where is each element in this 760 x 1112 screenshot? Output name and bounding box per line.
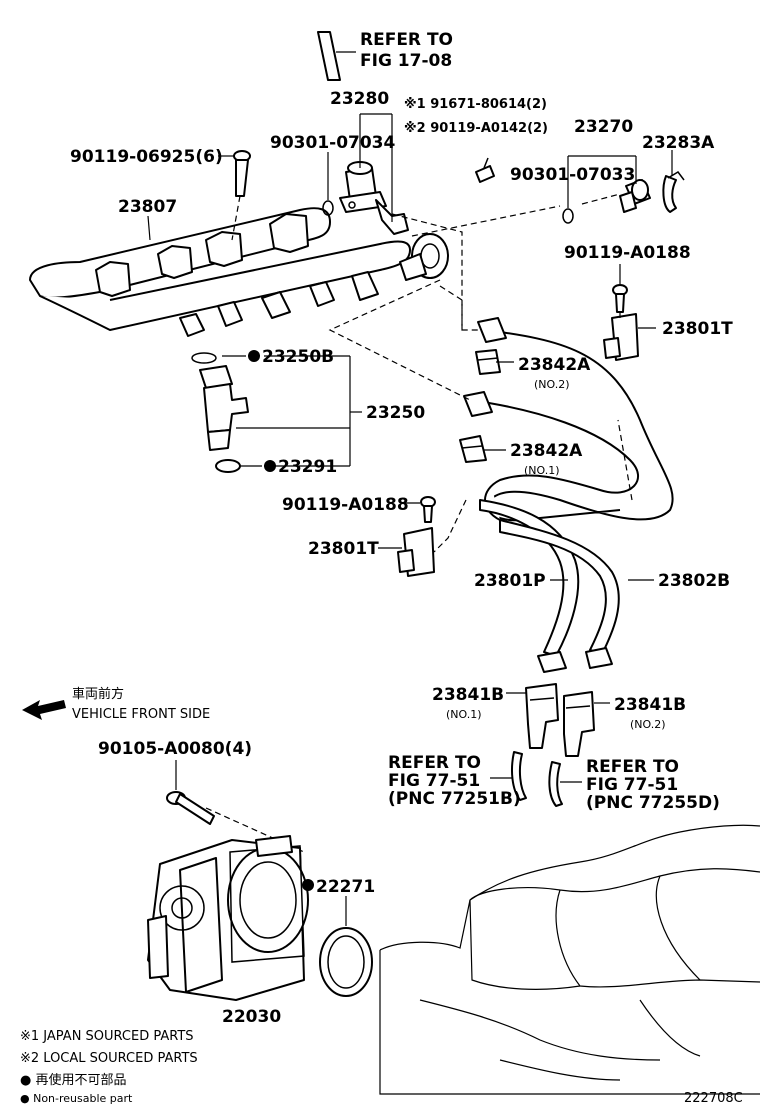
label-23250: 23250 [366,403,425,423]
label-22271: 22271 [316,877,375,897]
o-ring-07034 [322,200,334,216]
label-23841b-no1-sub: (NO.1) [446,708,482,721]
tube-clamp-right [603,313,639,361]
label-23841b-no2-sub: (NO.2) [630,718,666,731]
clamp-bolt-right [612,284,628,313]
refer-top-text: REFER TO [360,30,453,50]
tube-clip-no1 [525,683,559,749]
injector-insulator [215,459,241,473]
figure-code: 222708C [684,1091,743,1106]
fuel-hose-clamp-no2 [475,349,501,375]
throttle-body-bolt [166,791,215,825]
label-23842a-no1-sub: (NO.1) [524,464,560,477]
tube-clip-no2 [563,691,595,757]
label-23842a-no2: 23842A [518,355,591,375]
label-23807: 23807 [118,197,177,217]
front-direction-arrow [22,700,66,720]
non-reusable-dot-23291 [264,460,276,472]
non-reusable-dot-23250b [248,350,260,362]
label-23270: 23270 [574,117,633,137]
vacuum-hose-right [548,761,563,807]
label-23280: 23280 [330,89,389,109]
label-90105-a0080: 90105-A0080(4) [98,739,252,759]
return-pipe-stub [317,31,341,81]
label-23250b: 23250B [262,347,334,367]
refer-top-fig: FIG 17-08 [360,51,452,71]
note-non-reusable-jp: ● 再使用不可部品 [20,1072,126,1088]
delivery-pipe-bolt [233,150,251,197]
label-90119-06925: 90119-06925(6) [70,147,223,167]
label-90119-a0142: ※2 90119-A0142(2) [404,121,548,136]
note-non-reusable-en: ● Non-reusable part [20,1092,133,1105]
clamp-bolt-left [420,496,436,523]
label-23841b-no2: 23841B [614,695,686,715]
vacuum-hose-left [511,751,527,801]
o-ring-07033 [562,208,574,224]
injector-o-ring-top [191,352,217,364]
label-90119-a0188-left: 90119-A0188 [282,495,409,515]
fuel-hose-clamp-no1 [459,435,487,463]
front-en-text: VEHICLE FRONT SIDE [72,707,210,722]
label-23291: 23291 [278,457,337,477]
note-japan-sourced: ※1 JAPAN SOURCED PARTS [20,1029,194,1044]
label-23283a: 23283A [642,133,715,153]
refer-left-3: (PNC 77251B) [388,789,521,809]
label-23801t-left: 23801T [308,539,379,559]
note-local-sourced: ※2 LOCAL SOURCED PARTS [20,1051,198,1066]
refer-right-1: REFER TO [586,757,679,777]
non-reusable-dot-22271 [302,879,314,891]
refer-right-2: FIG 77-51 [586,775,678,795]
label-23801p: 23801P [474,571,546,591]
refer-left-2: FIG 77-51 [388,771,480,791]
label-23841b-no1: 23841B [432,685,504,705]
refer-left-1: REFER TO [388,753,481,773]
label-23802b: 23802B [658,571,730,591]
label-90301-07034: 90301-07034 [270,133,396,153]
label-23842a-no2-sub: (NO.2) [534,378,570,391]
intake-manifold-outline [379,824,760,1095]
label-91671-80614: ※1 91671-80614(2) [404,97,547,112]
tube-clamp-left [397,527,435,577]
throttle-body [147,835,309,1001]
label-90119-a0188-right: 90119-A0188 [564,243,691,263]
fuel-delivery-pipe [29,207,449,337]
label-23842a-no1: 23842A [510,441,583,461]
label-23801t-right: 23801T [662,319,733,339]
sensor-clip [662,171,685,213]
fuel-injector [191,352,249,473]
throttle-body-gasket [319,927,373,997]
label-22030: 22030 [222,1007,281,1027]
refer-right-3: (PNC 77255D) [586,793,720,813]
pressure-regulator [339,161,409,235]
front-jp-text: 車両前方 [72,686,124,702]
fuel-tube-assembly [463,317,674,673]
label-90301-07033: 90301-07033 [510,165,635,185]
screw-top [475,157,495,183]
fuel-pressure-sensor [619,179,651,213]
